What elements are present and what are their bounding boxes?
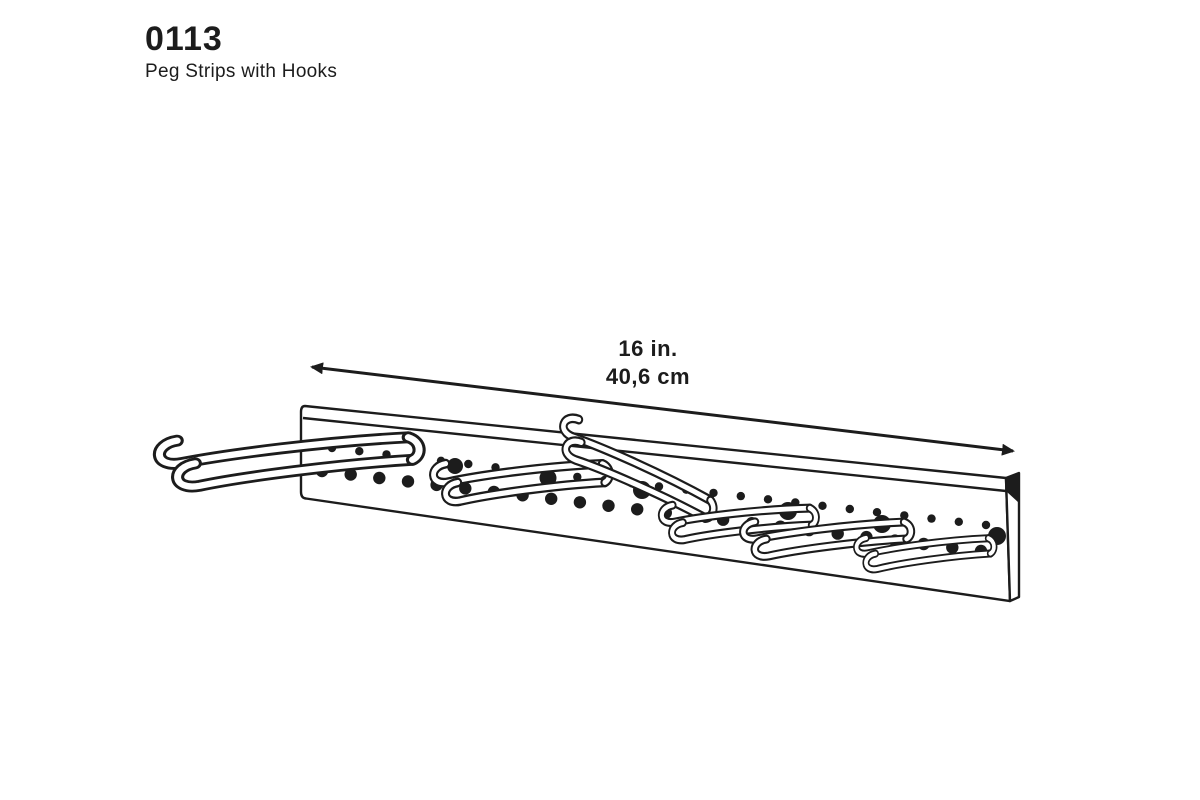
dimension-arrow-line xyxy=(310,362,1015,456)
strip-body xyxy=(299,404,1021,603)
dimension-arrow: 16 in. 40,6 cm xyxy=(310,336,1015,456)
product-code: 0113 xyxy=(145,20,223,58)
strip-end-cap xyxy=(1004,471,1021,603)
strip-end-dark-edge xyxy=(1006,473,1019,503)
title-block: 0113 Peg Strips with Hooks xyxy=(145,20,338,83)
product-name: Peg Strips with Hooks xyxy=(145,60,338,82)
dimension-label-inches: 16 in. xyxy=(618,336,677,361)
strip-outline xyxy=(299,404,1012,603)
strip-top-fold-line xyxy=(302,416,1007,493)
dimension-label-cm: 40,6 cm xyxy=(606,364,690,389)
